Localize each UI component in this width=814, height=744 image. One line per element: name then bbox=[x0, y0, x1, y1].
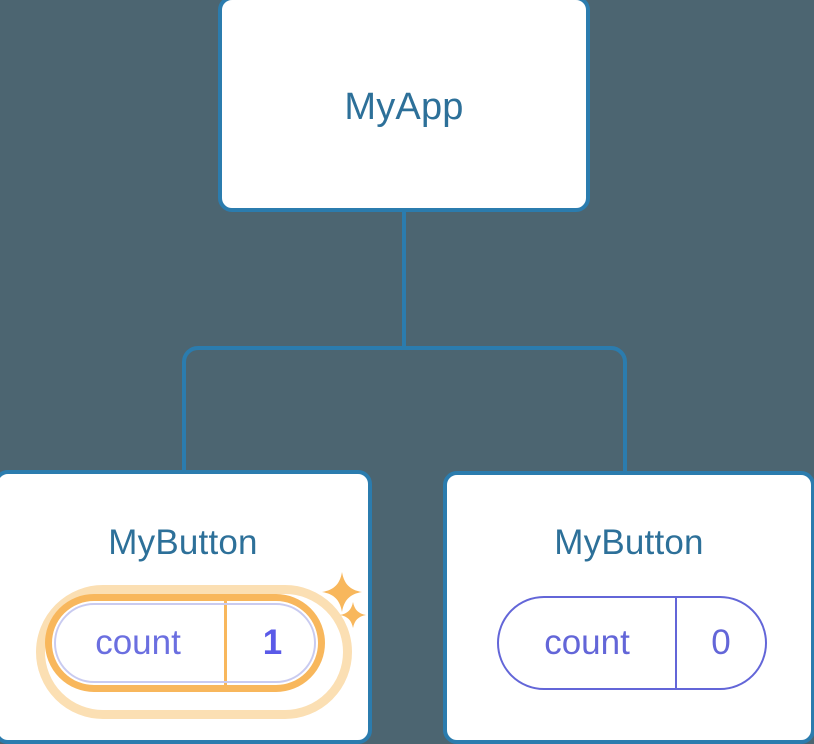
node-card-mybutton-left[interactable]: MyButton count 1 bbox=[0, 470, 372, 744]
state-pill-value-left: 1 bbox=[224, 601, 318, 685]
node-card-myapp[interactable]: MyApp bbox=[218, 0, 590, 212]
state-pill-key-left: count bbox=[95, 623, 181, 662]
state-pill-left[interactable]: count 1 bbox=[45, 594, 325, 692]
state-pill-value-right: 0 bbox=[675, 598, 765, 688]
node-title-myapp: MyApp bbox=[344, 86, 464, 128]
state-pill-key-right: count bbox=[544, 623, 630, 662]
state-pill-glow-left bbox=[36, 585, 352, 719]
state-pill-right[interactable]: count 0 bbox=[497, 596, 767, 690]
edge-root-to-child-right bbox=[404, 346, 627, 471]
node-title-mybutton-left: MyButton bbox=[108, 523, 258, 562]
edge-root-to-child-left bbox=[182, 346, 404, 470]
node-title-mybutton-right: MyButton bbox=[554, 523, 704, 562]
node-card-mybutton-right[interactable]: MyButton count 0 bbox=[443, 471, 814, 744]
